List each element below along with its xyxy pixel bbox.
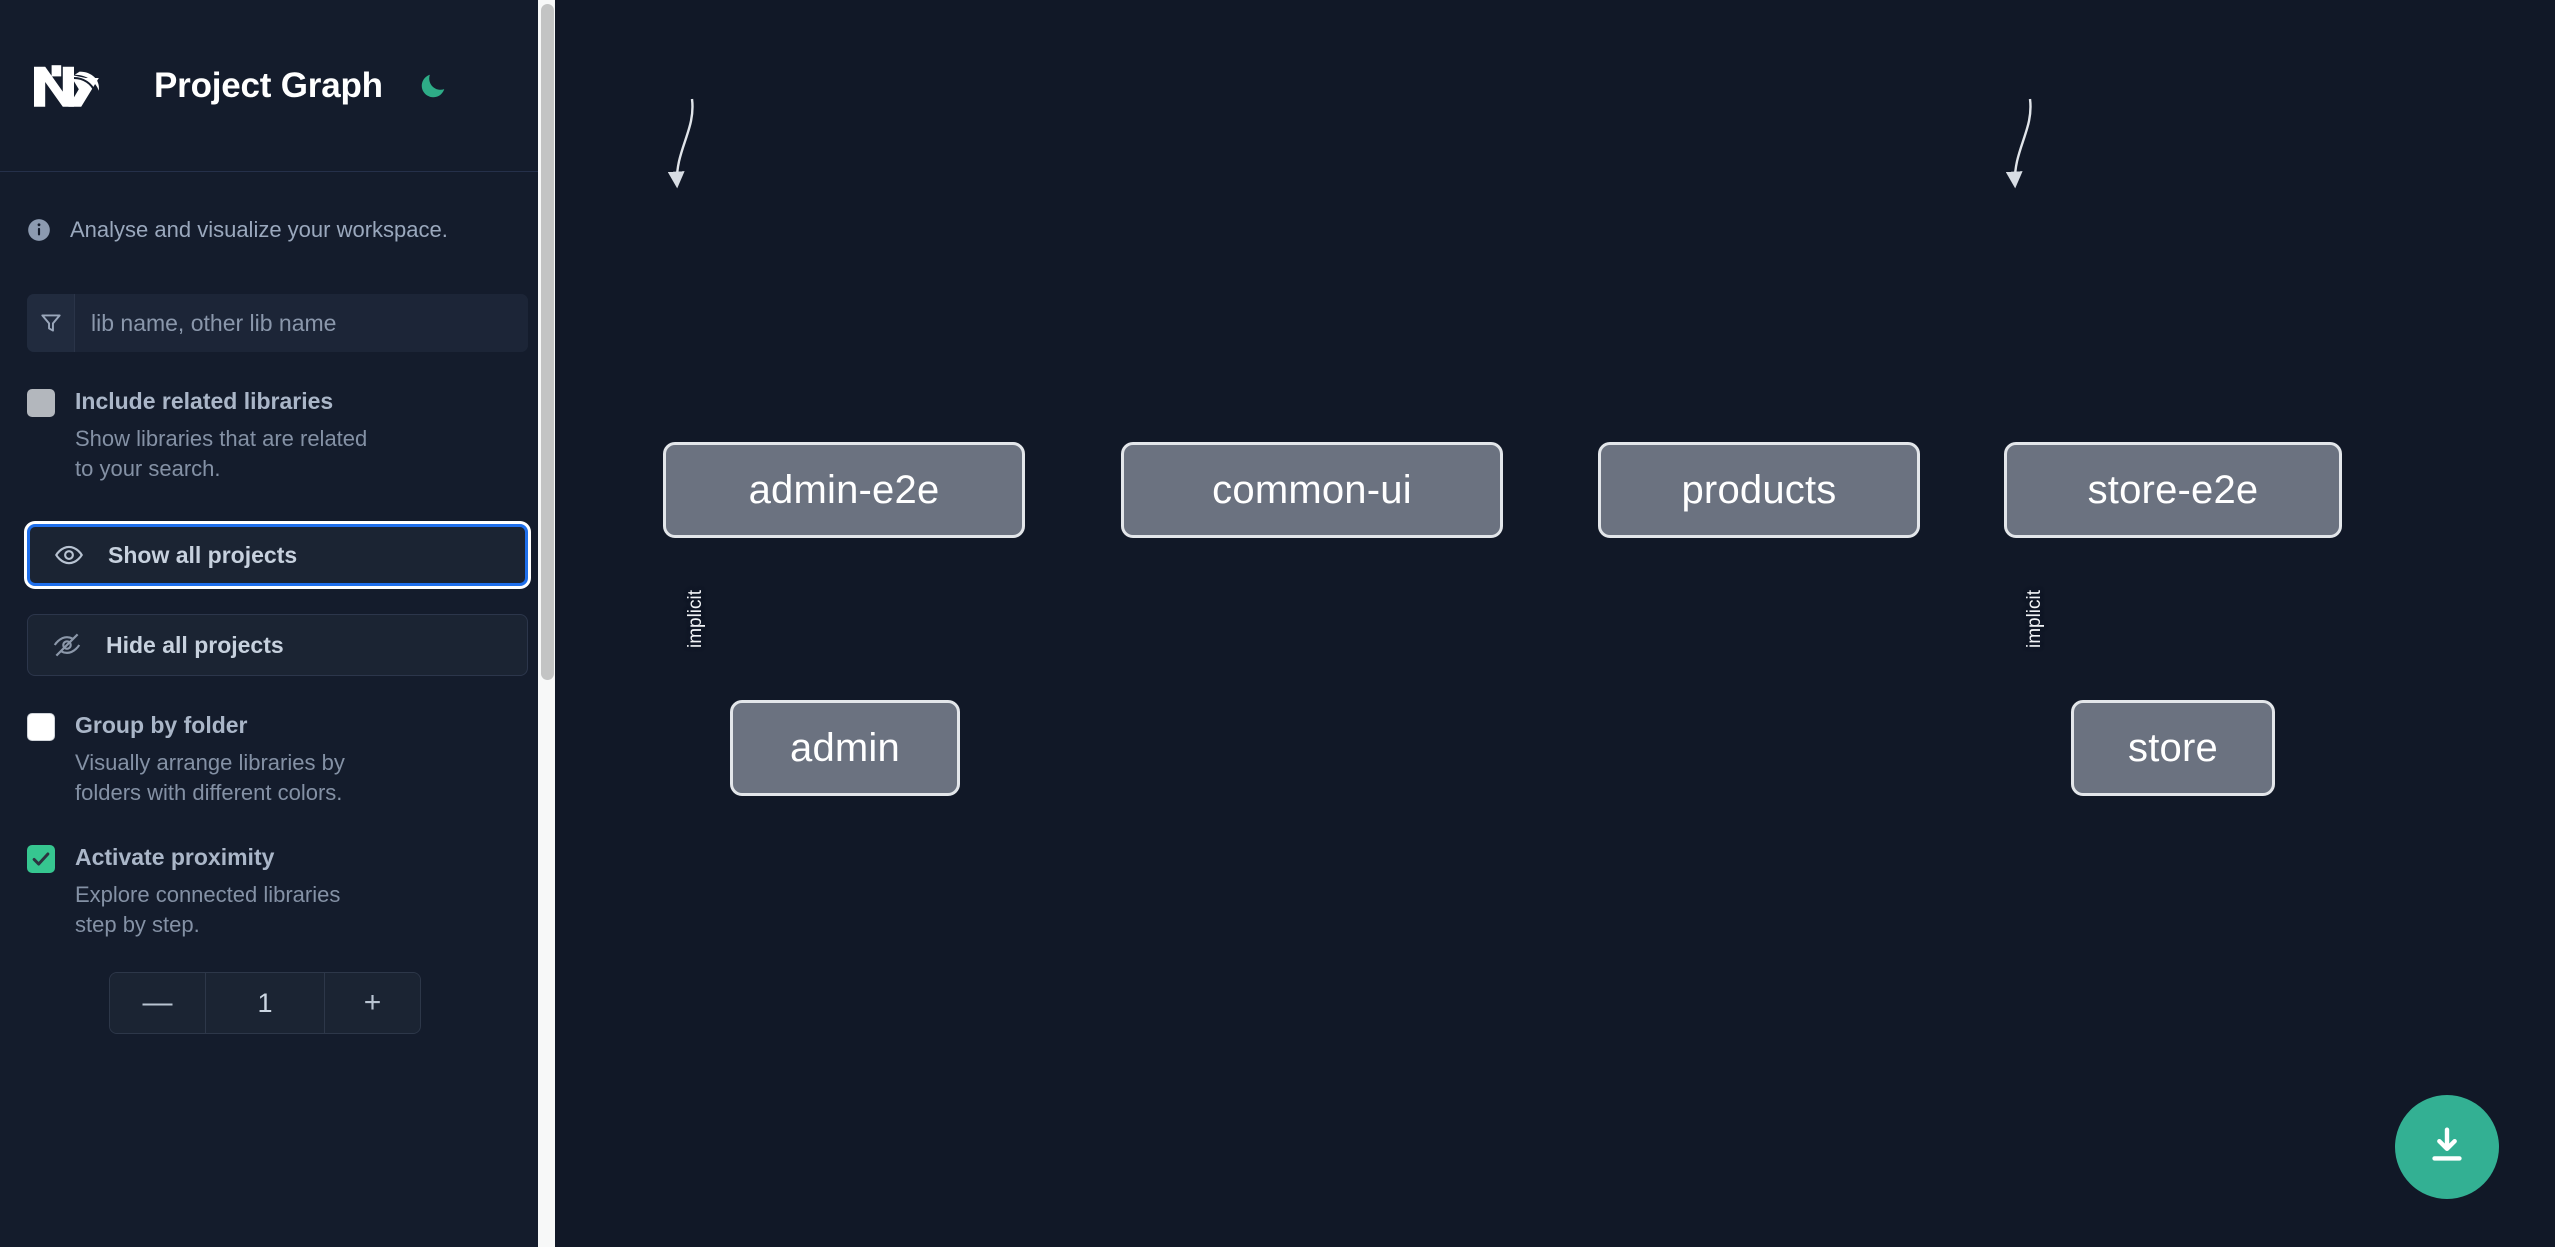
sidebar-header: Project Graph xyxy=(0,0,555,172)
proximity-value[interactable]: 1 xyxy=(206,973,324,1033)
search-input[interactable] xyxy=(75,294,528,352)
graph-node-admin-e2e[interactable]: admin-e2e xyxy=(663,442,1025,538)
nx-logo-icon xyxy=(26,56,122,116)
option-group-by-folder: Group by folder Visually arrange librari… xyxy=(0,710,555,808)
group-by-folder-label: Group by folder xyxy=(75,712,248,738)
group-by-folder-description: Visually arrange libraries by folders wi… xyxy=(75,750,345,805)
workspace-info: Analyse and visualize your workspace. xyxy=(0,172,555,252)
option-include-related-libraries: Include related libraries Show libraries… xyxy=(0,386,555,484)
group-by-folder-checkbox[interactable] xyxy=(27,713,55,741)
moon-icon[interactable] xyxy=(413,66,453,106)
graph-canvas[interactable]: admin-e2e common-ui products store-e2e a… xyxy=(555,0,2555,1247)
hide-all-projects-label: Hide all projects xyxy=(106,631,284,658)
search-field[interactable] xyxy=(27,294,528,352)
info-icon xyxy=(26,217,52,243)
graph-node-label: store-e2e xyxy=(2087,467,2259,512)
show-all-projects-button[interactable]: Show all projects xyxy=(27,524,528,586)
workspace-info-text: Analyse and visualize your workspace. xyxy=(70,217,448,242)
sidebar: Project Graph Analyse and visualize your… xyxy=(0,0,555,1247)
graph-node-label: products xyxy=(1681,467,1837,512)
include-related-libraries-label: Include related libraries xyxy=(75,388,334,414)
graph-edges xyxy=(667,98,2032,189)
activate-proximity-description: Explore connected libraries step by step… xyxy=(75,882,341,937)
graph-node-common-ui[interactable]: common-ui xyxy=(1121,442,1503,538)
graph-node-admin[interactable]: admin xyxy=(730,700,960,796)
graph-node-store-e2e[interactable]: store-e2e xyxy=(2004,442,2342,538)
proximity-stepper: — 1 + xyxy=(0,972,555,1034)
activate-proximity-label: Activate proximity xyxy=(75,844,275,870)
filter-icon xyxy=(27,294,75,352)
graph-node-label: admin xyxy=(790,725,900,770)
project-visibility-buttons: Show all projects Hide all projects xyxy=(0,524,555,676)
eye-icon xyxy=(54,540,88,570)
graph-node-label: admin-e2e xyxy=(748,467,940,512)
include-related-libraries-description: Show libraries that are related to your … xyxy=(75,426,368,481)
graph-node-store[interactable]: store xyxy=(2071,700,2275,796)
activate-proximity-checkbox[interactable] xyxy=(27,845,55,873)
page-title: Project Graph xyxy=(154,65,383,105)
include-related-libraries-checkbox[interactable] xyxy=(27,389,55,417)
proximity-increment-button[interactable]: + xyxy=(324,973,420,1033)
graph-edge-label-admin-implicit: implicit xyxy=(685,589,707,649)
eye-off-icon xyxy=(52,630,86,660)
graph-node-products[interactable]: products xyxy=(1598,442,1920,538)
proximity-decrement-button[interactable]: — xyxy=(110,973,206,1033)
show-all-projects-label: Show all projects xyxy=(108,541,298,568)
graph-node-label: store xyxy=(2128,725,2218,770)
hide-all-projects-button[interactable]: Hide all projects xyxy=(27,614,528,676)
download-graph-button[interactable] xyxy=(2395,1095,2499,1199)
sidebar-scrollbar-thumb[interactable] xyxy=(541,4,554,680)
download-icon xyxy=(2424,1122,2470,1173)
sidebar-scrollbar[interactable] xyxy=(538,0,555,1247)
graph-node-label: common-ui xyxy=(1212,467,1412,512)
graph-edge-label-store-implicit: implicit xyxy=(2024,589,2046,649)
option-activate-proximity: Activate proximity Explore connected lib… xyxy=(0,842,555,940)
